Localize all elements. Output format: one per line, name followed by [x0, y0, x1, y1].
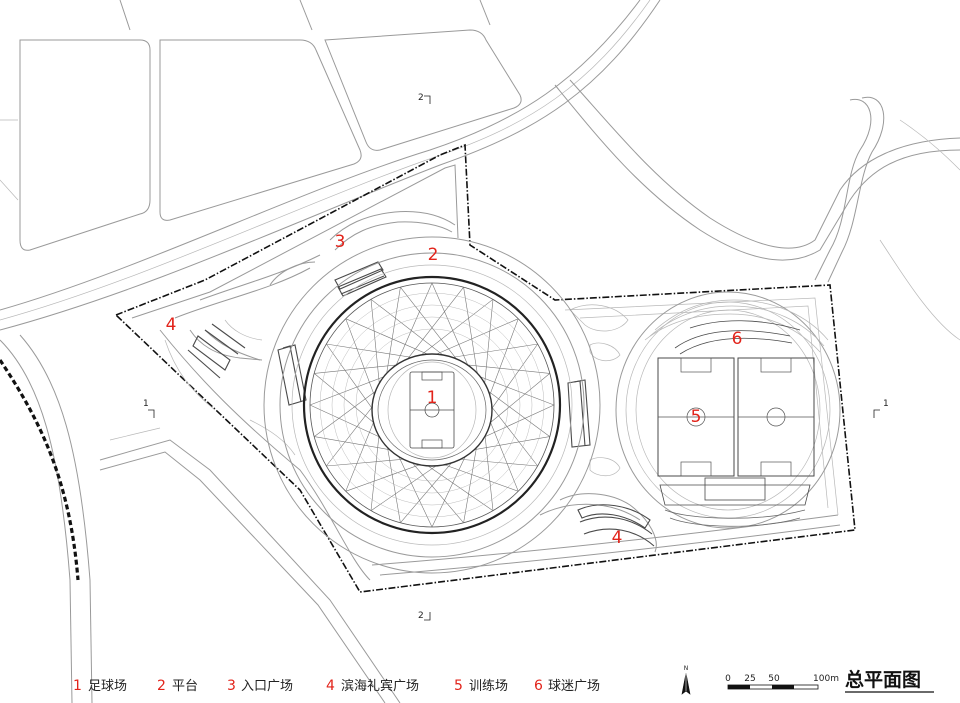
svg-text:训练场: 训练场: [469, 679, 508, 694]
svg-text:2: 2: [157, 678, 166, 694]
section-mark-west: 1: [143, 399, 155, 418]
stair-bands: [187, 261, 655, 547]
svg-text:2: 2: [418, 93, 424, 103]
north-arrow-letter: N: [684, 665, 689, 672]
railway-line: [0, 359, 80, 581]
label-ceremony-plaza-south: 4: [612, 528, 623, 548]
section-marks: 2 2 1 1: [143, 93, 889, 621]
plan-title: 总平面图: [845, 668, 921, 691]
legend-item-3: 3 入口广场: [227, 678, 293, 694]
roof-ring: [343, 316, 521, 494]
scale-tick-100m: 100m: [813, 674, 839, 684]
legend-item-1: 1 足球场: [73, 678, 127, 694]
scale-bar: 0 25 50 100m: [725, 674, 839, 690]
label-stadium: 1: [427, 388, 438, 408]
section-mark-south: 2: [418, 611, 431, 621]
svg-text:5: 5: [454, 678, 463, 694]
training-facility: [615, 291, 841, 529]
label-ceremony-plaza-west: 4: [166, 315, 177, 335]
svg-text:入口广场: 入口广场: [241, 679, 293, 694]
svg-text:1: 1: [883, 399, 889, 409]
scale-tick-50: 50: [768, 674, 780, 684]
legend: 1 足球场 2 平台 3 入口广场 4 滨海礼宾广场 5 训练场 6 球迷广场: [73, 678, 600, 694]
section-mark-north: 2: [418, 93, 431, 104]
svg-text:3: 3: [227, 678, 236, 694]
svg-text:2: 2: [418, 611, 424, 621]
legend-item-6: 6 球迷广场: [534, 678, 600, 694]
svg-text:球迷广场: 球迷广场: [548, 679, 600, 694]
svg-text:1: 1: [73, 678, 82, 694]
label-entrance-plaza: 3: [335, 232, 346, 252]
legend-item-5: 5 训练场: [454, 678, 508, 694]
svg-text:滨海礼宾广场: 滨海礼宾广场: [341, 678, 419, 694]
svg-text:4: 4: [326, 678, 335, 694]
roof-ring: [319, 292, 545, 518]
svg-text:平台: 平台: [172, 679, 198, 694]
label-fan-plaza: 6: [732, 329, 743, 349]
section-mark-east: 1: [873, 399, 889, 418]
roof-ring: [355, 328, 509, 482]
legend-item-2: 2 平台: [157, 678, 198, 694]
label-platform: 2: [428, 245, 439, 265]
scale-tick-25: 25: [744, 674, 755, 684]
site-landscape: [131, 164, 841, 581]
north-arrow: N: [681, 665, 691, 695]
svg-text:足球场: 足球场: [88, 679, 127, 694]
svg-text:1: 1: [143, 399, 149, 409]
main-stadium: [263, 236, 601, 574]
roof-ring: [331, 304, 533, 506]
legend-item-4: 4 滨海礼宾广场: [326, 678, 419, 694]
site-boundary: [114, 143, 856, 593]
svg-text:6: 6: [534, 678, 543, 694]
scale-tick-0: 0: [725, 674, 731, 684]
label-training-field: 5: [691, 407, 702, 427]
plan-labels: 1 2 3 4 4 5 6: [166, 232, 743, 548]
